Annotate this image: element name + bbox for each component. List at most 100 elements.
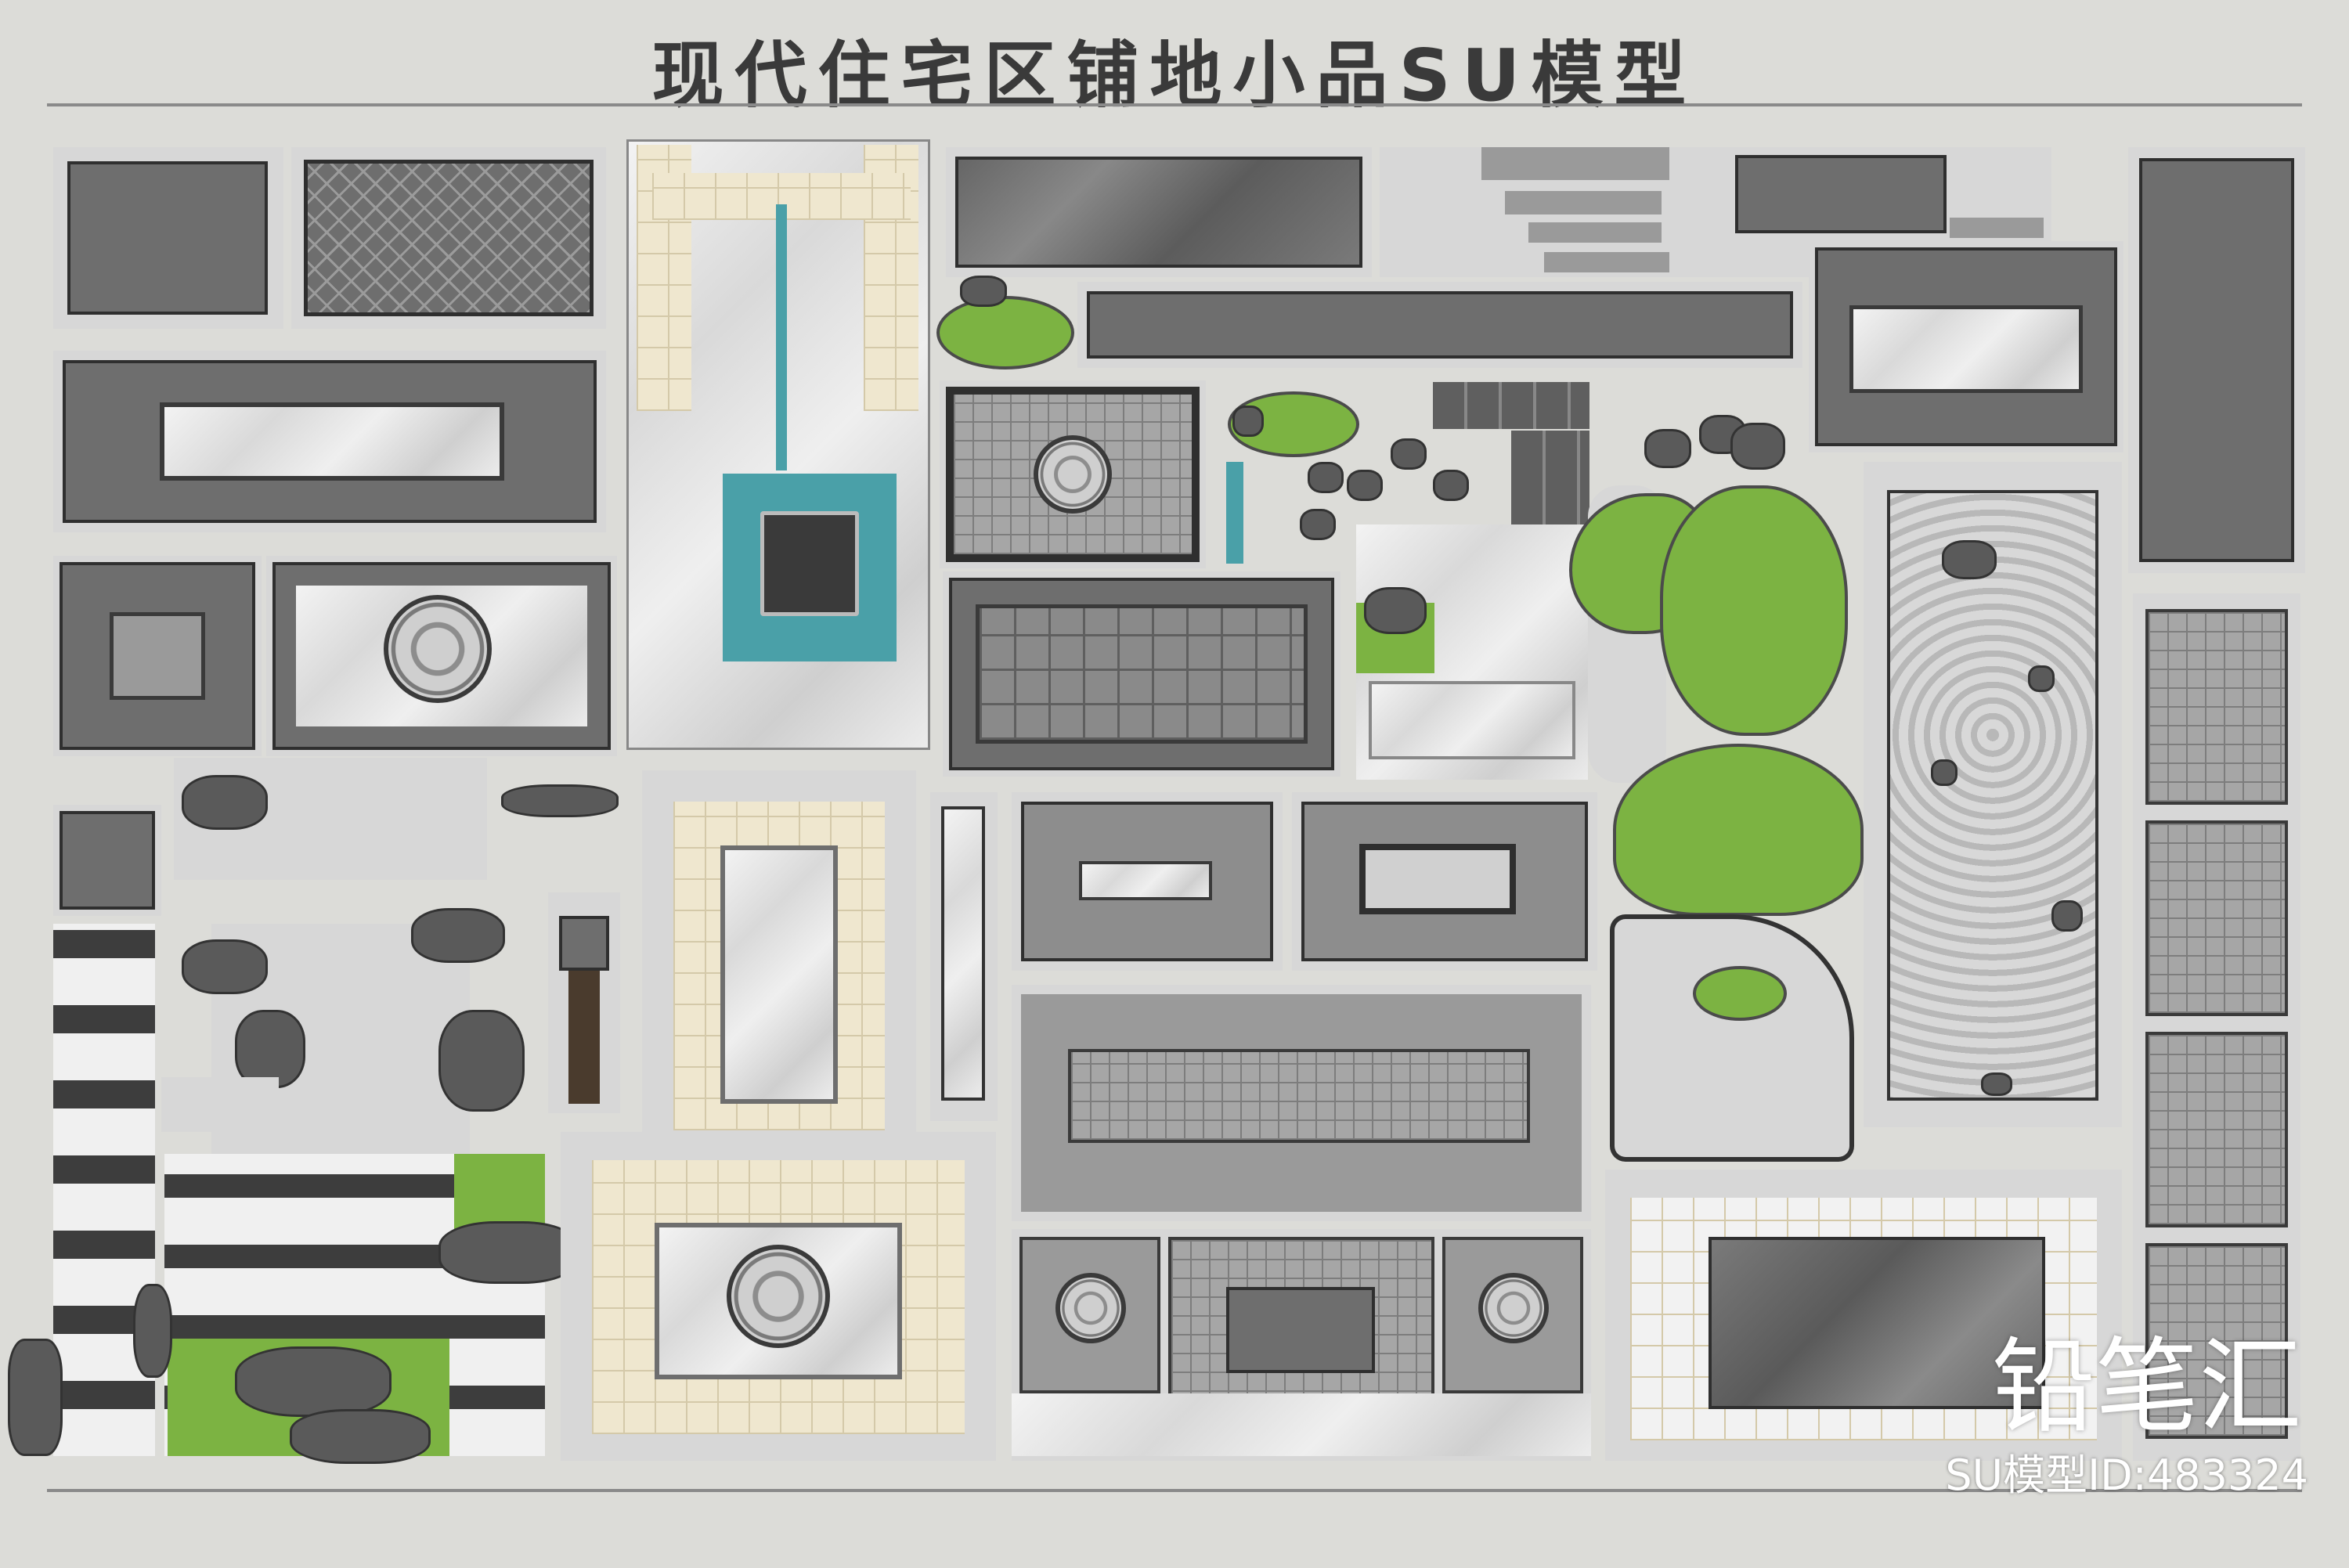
lattice-inset [304,160,594,316]
marble-inset [160,402,504,481]
gravel-garden [1610,914,1854,1162]
stepping-bar-3 [1528,222,1662,243]
courtyard-medallion [727,1245,830,1348]
stepping-stone-1 [1308,462,1344,493]
round-medallion [384,595,492,703]
narrow-marble [941,806,985,1101]
grid-field-inset [1068,1049,1530,1143]
grid-frame [949,578,1334,770]
relief-carving [1709,1237,2045,1409]
vertical-grid-panel [2133,593,2300,1461]
terrace-rock [1364,587,1427,634]
inset-frame-a [1021,802,1273,961]
tall-panel [2128,147,2305,573]
fountain-plaza [626,139,930,750]
runnel [776,204,787,470]
rock-4 [182,939,268,994]
right-top-inset [1735,155,1947,233]
triptych-center [1168,1237,1434,1433]
bottom-divider [47,1489,2302,1492]
reflecting-pool [723,474,897,661]
grass-island-1 [936,296,1074,369]
grass-island-5 [1613,744,1864,916]
triptych-center-panel [1226,1287,1375,1373]
courtyard-upper [642,770,916,1144]
narrow-panel [930,792,998,1121]
rock-6 [438,1010,525,1112]
stepping-stone-2 [1347,470,1383,501]
courtyard-marble-strip [720,845,838,1104]
gravel-grass [1693,966,1787,1021]
marble-bar-panel [946,147,1372,277]
relief-tiles [1630,1198,2097,1440]
grass-island-4 [1660,485,1848,736]
inset-panel-a [1012,792,1283,971]
relief-panel [1605,1170,2122,1461]
stepping-bar-2 [1505,191,1662,214]
carpet-panel [940,380,1206,568]
rock-5 [235,1010,305,1088]
small-square-panel [53,805,161,916]
vertical-grid-2 [2145,820,2288,1016]
right-frame [1815,247,2117,446]
right-frame-marble [1849,305,2083,393]
grid-field-panel [1012,985,1591,1221]
dark-marble-bar [955,157,1362,268]
courtyard-lower [561,1132,996,1461]
right-step-1 [1950,218,2044,238]
lattice-panel [291,147,606,329]
bottom-triptych [1012,1229,1591,1461]
marble-strip-panel [53,351,606,532]
grid-inset [976,604,1308,744]
triptych-right-medallion [1478,1273,1549,1343]
column-panel [548,892,620,1113]
stepping-stone-3 [1391,438,1427,470]
narrow-channel [1226,462,1243,564]
triptych-marble-base [1012,1393,1591,1456]
circle-panel [266,556,617,756]
zen-rock-3 [1931,759,1958,786]
column-shaft [568,971,600,1104]
vertical-grid-1 [2145,609,2288,805]
grid-field-frame [1021,994,1582,1212]
inset-frame-b [1301,802,1588,961]
grid-paving-panel [943,571,1340,777]
paving-panel [53,147,283,329]
long-bar-panel [1077,282,1802,368]
brand-watermark: 铅笔汇 [1992,1327,2302,1447]
zen-garden [1887,490,2098,1101]
terrace-ledge [1369,681,1575,759]
zen-rock-5 [1981,1072,2012,1096]
top-divider [47,103,2302,106]
stepping-stone-4 [1433,470,1469,501]
striped-path [53,924,155,1456]
brick-path-1 [1433,382,1589,429]
model-id-label: SU模型ID:483324 [1945,1451,2308,1500]
stepping-stone-8 [1730,423,1785,470]
zen-rock-1 [1942,540,1997,579]
inset-carpet-b [1359,844,1516,914]
tall-dark-bar [2139,158,2294,562]
long-dark-bar [1087,291,1793,359]
stepping-bar-4 [1544,252,1669,272]
brick-path-2 [1511,431,1589,524]
rock-1 [182,775,268,830]
rock-7 [438,1221,579,1284]
stepping-stone-6 [1644,429,1691,468]
inset-marble-a [1079,861,1212,900]
terrace-steps [1356,524,1588,780]
rock-11 [960,276,1007,307]
paving-inset [67,161,268,315]
stepping-stone-5 [1300,509,1336,540]
rock-9 [290,1409,431,1464]
vertical-grid-4 [2145,1243,2288,1439]
square-frame [60,562,255,750]
strip-frame [63,360,597,523]
carpet-medallion [1034,435,1112,514]
rock-2 [501,784,619,817]
courtyard-upper-tiles [673,802,885,1130]
step-landing [161,1077,279,1132]
upright-stone [8,1339,63,1456]
zen-rock-2 [2028,665,2055,692]
rock-8 [235,1346,392,1417]
